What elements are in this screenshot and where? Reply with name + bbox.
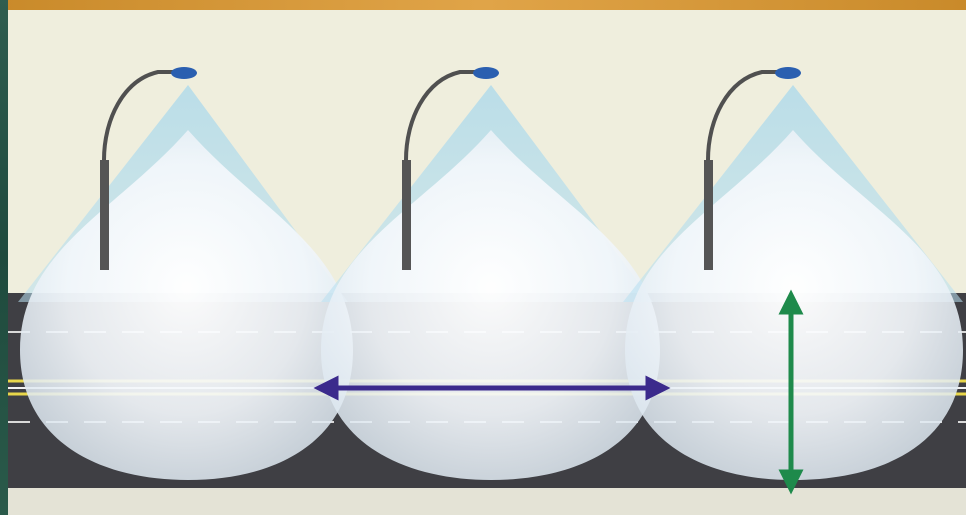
- streetlight-diagram: [8, 10, 966, 515]
- left-edge-strip: [0, 0, 8, 515]
- pole-base: [402, 160, 411, 270]
- pole-base: [100, 160, 109, 270]
- lamp-head-icon: [473, 67, 499, 79]
- lamp-head-icon: [775, 67, 801, 79]
- pole-base: [704, 160, 713, 270]
- lamp-head-icon: [171, 67, 197, 79]
- top-band: [0, 0, 966, 10]
